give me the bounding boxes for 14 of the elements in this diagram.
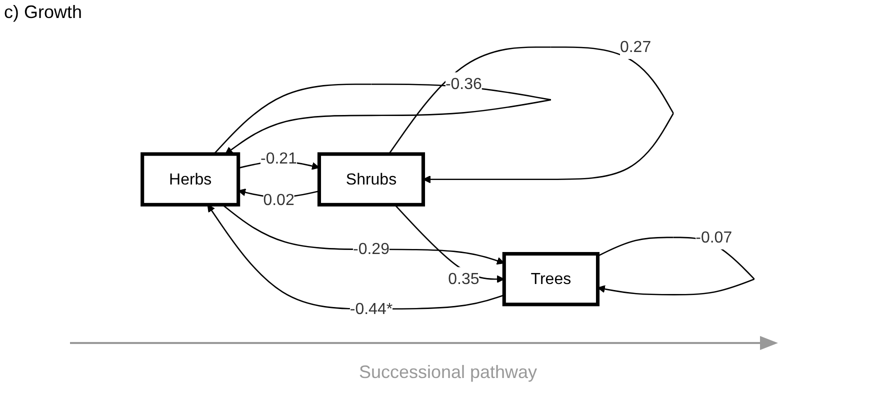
edge-label: -0.21 — [260, 149, 297, 167]
edge-label: -0.07 — [695, 228, 732, 246]
edge-label: 0.27 — [620, 38, 651, 56]
edge-label: 0.02 — [262, 190, 294, 209]
edge-label: -0.44* — [349, 300, 392, 318]
node-box: Trees — [502, 252, 600, 306]
edge-label: -0.36 — [445, 74, 482, 93]
arrow — [388, 46, 674, 184]
node-box: Herbs — [140, 152, 240, 206]
edge-label: -0.29 — [352, 240, 390, 258]
node-box: Shrubs — [317, 152, 425, 206]
edge-label: 0.35 — [448, 270, 479, 288]
diagram-title: c) Growth — [4, 2, 82, 23]
axis-label: Successional pathway — [358, 362, 538, 383]
